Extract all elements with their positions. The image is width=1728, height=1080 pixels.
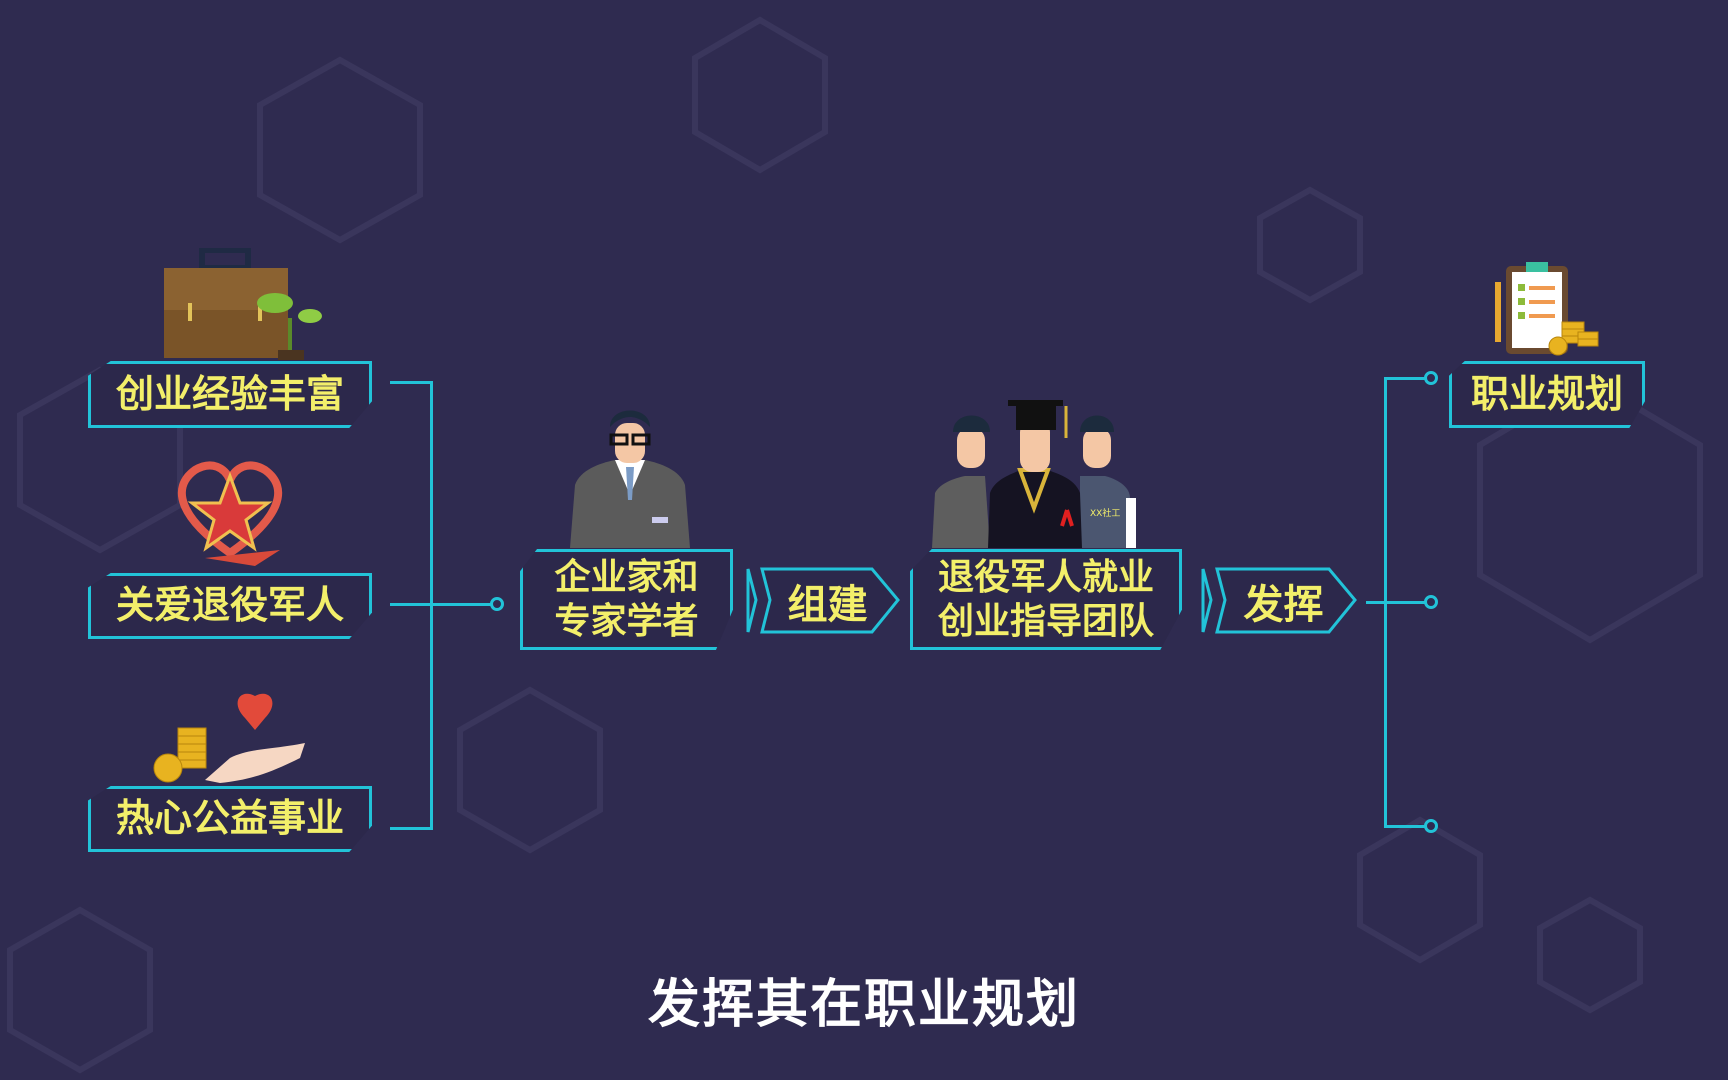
arrow-exert: 发挥 [1199, 567, 1358, 634]
feature-box: 创业经验丰富 [88, 361, 372, 428]
connector-dot [1424, 371, 1438, 385]
connector-line [390, 381, 432, 384]
heart-star-icon [177, 461, 283, 566]
chevron-arrow-icon [1201, 567, 1357, 634]
chevron-arrow-icon [746, 567, 900, 634]
connector-dot [1424, 819, 1438, 833]
feature-box: 热心公益事业 [88, 786, 372, 852]
subtitle-caption: 发挥其在职业规划 [647, 975, 1080, 1035]
connector-line [1384, 377, 1430, 380]
feature-label: 关爱退役军人 [115, 583, 344, 628]
connector-line [390, 603, 432, 606]
team-box: 退役军人就业 创业指导团队 [910, 549, 1182, 650]
connector-line [430, 603, 492, 606]
arrow-build: 组建 [744, 567, 901, 634]
briefcase-plant-icon [164, 248, 322, 360]
hand-heart-coins-icon [153, 693, 305, 783]
badge-text: XX社工 [1090, 507, 1120, 519]
arrow-label: 组建 [787, 581, 868, 628]
connector-line [390, 827, 432, 830]
career-planning-label: 职业规划 [1470, 371, 1623, 416]
experts-line2: 专家学者 [554, 600, 699, 642]
connector-dot [490, 597, 504, 611]
career-planning-box: 职业规划 [1449, 361, 1645, 428]
connector-line [1384, 377, 1387, 827]
connector-dot [1424, 595, 1438, 609]
experts-box: 企业家和 专家学者 [520, 549, 733, 650]
team-graduate-icon: XX社工 [932, 400, 1136, 548]
connector-line [1384, 825, 1430, 828]
experts-line1: 企业家和 [554, 557, 699, 599]
clipboard-coins-icon [1495, 262, 1599, 356]
team-line2: 创业指导团队 [937, 600, 1154, 642]
arrow-label: 发挥 [1243, 581, 1324, 628]
feature-box: 关爱退役军人 [88, 573, 372, 639]
connector-line [1366, 601, 1430, 604]
businessman-icon [570, 410, 690, 548]
team-line1: 退役军人就业 [937, 557, 1154, 599]
feature-label: 创业经验丰富 [115, 371, 344, 416]
feature-label: 热心公益事业 [115, 796, 344, 841]
